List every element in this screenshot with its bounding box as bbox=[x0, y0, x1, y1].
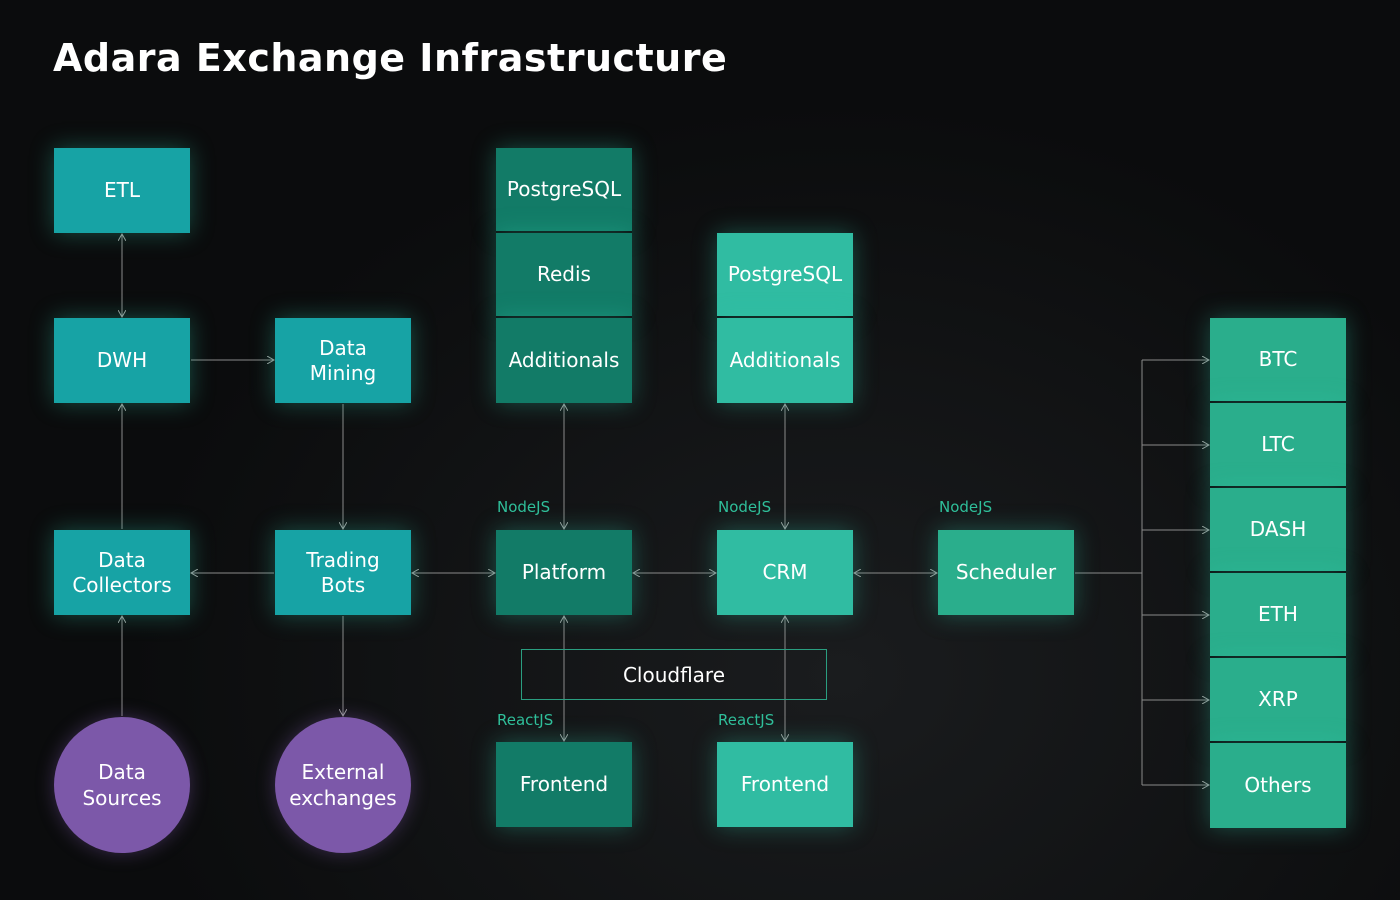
additionals-node: Additionals bbox=[496, 318, 632, 403]
currency-xrp: XRP bbox=[1210, 658, 1346, 743]
currency-others: Others bbox=[1210, 743, 1346, 828]
postgresql-node: PostgreSQL bbox=[496, 148, 632, 233]
trading-bots-node: Trading Bots bbox=[275, 530, 411, 615]
page-title: Adara Exchange Infrastructure bbox=[53, 36, 728, 80]
frontend-tech-label: ReactJS bbox=[497, 711, 554, 729]
dwh-node: DWH bbox=[54, 318, 190, 403]
crm-postgresql-node: PostgreSQL bbox=[717, 233, 853, 318]
frontend-node: Frontend bbox=[496, 742, 632, 827]
crm-tech-label: NodeJS bbox=[718, 498, 772, 516]
cloudflare-layer: Cloudflare bbox=[521, 649, 827, 700]
redis-node: Redis bbox=[496, 233, 632, 318]
currency-ltc: LTC bbox=[1210, 403, 1346, 488]
crm-node: CRM bbox=[717, 530, 853, 615]
etl-node: ETL bbox=[54, 148, 190, 233]
data-collectors-node: Data Collectors bbox=[54, 530, 190, 615]
platform-node: Platform bbox=[496, 530, 632, 615]
scheduler-tech-label: NodeJS bbox=[939, 498, 993, 516]
currency-btc: BTC bbox=[1210, 318, 1346, 403]
crm-frontend-node: Frontend bbox=[717, 742, 853, 827]
crm-frontend-tech-label: ReactJS bbox=[718, 711, 775, 729]
currency-dash: DASH bbox=[1210, 488, 1346, 573]
currency-eth: ETH bbox=[1210, 573, 1346, 658]
external-exchanges-node: External exchanges bbox=[275, 717, 411, 853]
scheduler-node: Scheduler bbox=[938, 530, 1074, 615]
data-sources-node: Data Sources bbox=[54, 717, 190, 853]
platform-tech-label: NodeJS bbox=[497, 498, 551, 516]
crm-additionals-node: Additionals bbox=[717, 318, 853, 403]
data-mining-node: Data Mining bbox=[275, 318, 411, 403]
